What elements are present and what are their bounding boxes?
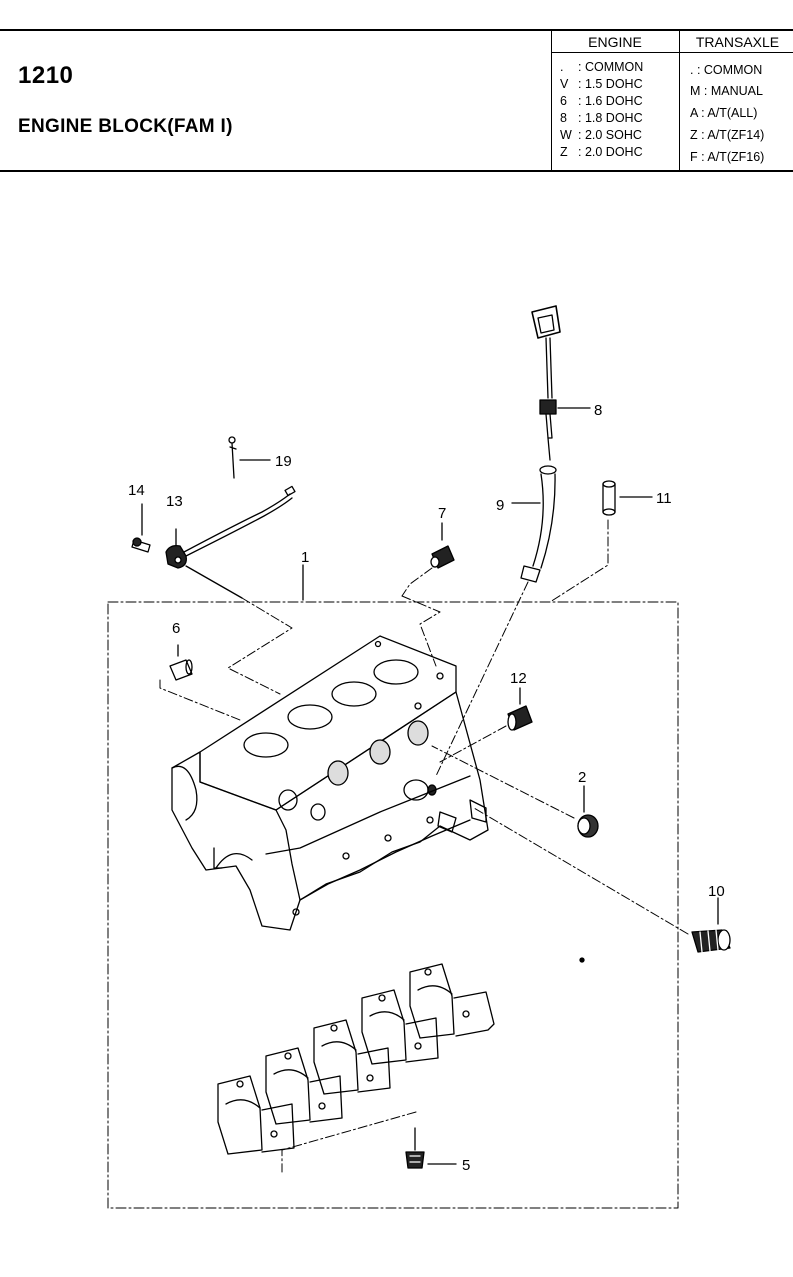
main-bearing-caps xyxy=(217,963,495,1155)
leader-13-to-block xyxy=(227,597,293,695)
leader-13 xyxy=(185,565,243,599)
part-5-bolt xyxy=(281,1111,457,1173)
table-header-rule xyxy=(551,52,793,53)
transaxle-heading: TRANSAXLE xyxy=(695,34,780,50)
transaxle-row: M : MANUAL xyxy=(690,84,763,98)
group-title: ENGINE BLOCK(FAM I) xyxy=(18,116,233,137)
part-1-cylinder-block xyxy=(171,635,489,931)
engine-row: 8: 1.8 DOHC xyxy=(560,111,643,125)
callout-1: 1 xyxy=(301,549,309,566)
engine-row: .: COMMON xyxy=(560,60,644,74)
part-2-seal xyxy=(431,745,599,838)
part-12-plug xyxy=(439,687,533,763)
part-13-knock-sensor xyxy=(165,485,296,569)
engine-row: V: 1.5 DOHC xyxy=(560,77,643,91)
table-divider xyxy=(679,31,680,170)
callout-2: 2 xyxy=(578,769,586,786)
transaxle-row: . : COMMON xyxy=(690,63,763,77)
part-9-dipstick-tube xyxy=(435,465,557,777)
engine-heading: ENGINE xyxy=(588,34,642,50)
leader-7-to-block xyxy=(401,595,441,667)
transaxle-row: F : A/T(ZF16) xyxy=(690,150,765,164)
callout-14: 14 xyxy=(128,482,145,499)
table-left-border xyxy=(551,31,552,170)
part-19-clip xyxy=(228,436,271,479)
leader-6 xyxy=(159,679,241,721)
engine-row: Z: 2.0 DOHC xyxy=(560,145,643,159)
header-bottom-rule xyxy=(0,170,793,172)
callout-6: 6 xyxy=(172,620,180,637)
callout-7: 7 xyxy=(438,505,446,522)
header: 1210 ENGINE BLOCK(FAM I) ENGINE TRANSAXL… xyxy=(0,0,793,175)
engine-row: 6: 1.6 DOHC xyxy=(560,94,643,108)
part-8-dipstick xyxy=(531,305,591,461)
assembly-boundary xyxy=(107,601,679,1209)
callout-13: 13 xyxy=(166,493,183,510)
callout-11: 11 xyxy=(656,490,672,507)
part-14-bolt xyxy=(131,503,151,553)
callout-5: 5 xyxy=(462,1157,470,1174)
callout-9: 9 xyxy=(496,497,504,514)
part-6-plug xyxy=(169,644,193,681)
callout-19: 19 xyxy=(275,453,292,470)
group-number: 1210 xyxy=(18,62,74,89)
callout-8: 8 xyxy=(594,402,602,419)
callout-12: 12 xyxy=(510,670,527,687)
part-10-oil-sender xyxy=(473,807,731,953)
transaxle-row: Z : A/T(ZF14) xyxy=(690,128,765,142)
header-top-rule xyxy=(0,29,793,31)
callout-10: 10 xyxy=(708,883,725,900)
transaxle-row: A : A/T(ALL) xyxy=(690,106,758,120)
part-7-plug xyxy=(401,522,455,597)
part-11-sleeve xyxy=(549,480,653,603)
ink-dot xyxy=(579,957,585,963)
engine-row: W: 2.0 SOHC xyxy=(560,128,642,142)
